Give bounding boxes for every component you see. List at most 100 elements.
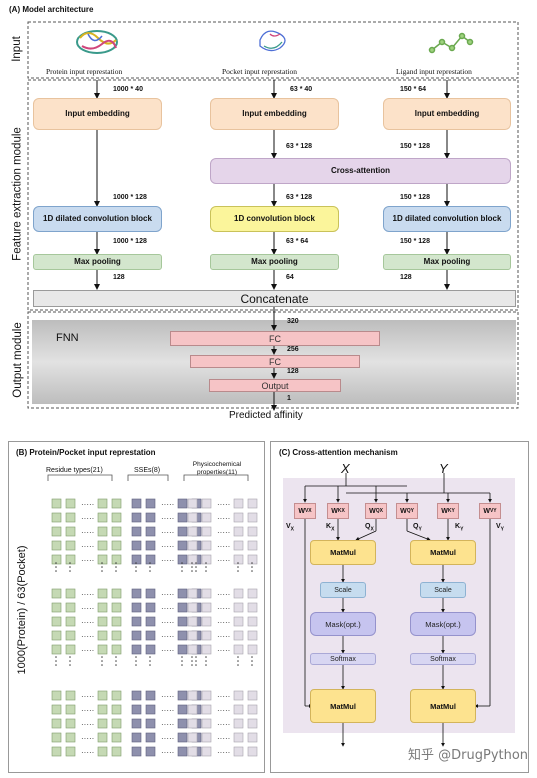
matrix-cell: [65, 704, 76, 715]
vertical-ellipsis-dot: [205, 570, 207, 572]
vertical-ellipsis-dot: [251, 566, 253, 568]
matrix-cell: [233, 718, 244, 729]
matrix-cell: [201, 616, 212, 627]
matrix-cell: [177, 498, 188, 509]
ky-label: KY: [455, 523, 464, 533]
matrix-cell: [111, 704, 122, 715]
fc-layer-1: FC: [170, 331, 380, 346]
ellipsis-dots: ·····: [161, 500, 174, 509]
pocket-embedding-box: Input embedding: [210, 98, 339, 130]
ellipsis-dots: ·····: [81, 618, 94, 627]
matrix-cell: [65, 644, 76, 655]
vertical-ellipsis-dot: [149, 566, 151, 568]
pocket-structure-icon: [259, 30, 286, 52]
matrix-cell: [233, 690, 244, 701]
vertical-ellipsis-dot: [191, 562, 193, 564]
matrix-cell: [111, 554, 122, 565]
matrix-cell: [247, 554, 258, 565]
matrix-cell: [51, 732, 62, 743]
matrix-cell: [145, 616, 156, 627]
matrix-cell: [51, 526, 62, 537]
vertical-ellipsis-dot: [135, 566, 137, 568]
matrix-cell: [201, 554, 212, 565]
matrix-cell: [201, 718, 212, 729]
vertical-ellipsis-dot: [69, 664, 71, 666]
dim-ligand-pool: 128: [400, 274, 412, 281]
matrix-cell: [233, 644, 244, 655]
matrix-cell: [51, 602, 62, 613]
ligand-input-label: Ligand input represtation: [396, 67, 472, 76]
vertical-ellipsis-dot: [101, 570, 103, 572]
ellipsis-dots: ·····: [81, 542, 94, 551]
matrix-cell: [233, 732, 244, 743]
matrix-cell: [51, 616, 62, 627]
vertical-ellipsis-dot: [69, 562, 71, 564]
matrix-cell: [51, 554, 62, 565]
qx-label: QX: [365, 523, 374, 533]
matrix-cell: [51, 644, 62, 655]
vertical-ellipsis-dot: [55, 664, 57, 666]
ellipsis-dots: ·····: [161, 618, 174, 627]
dim-ligand-pre-conv: 150 * 128: [400, 194, 430, 201]
dim-pocket-in: 63 * 40: [290, 86, 313, 93]
ellipsis-dots: ·····: [161, 590, 174, 599]
vertical-ellipsis-dot: [191, 664, 193, 666]
matmul-left-top: MatMul: [310, 540, 376, 565]
matrix-cell: [97, 718, 108, 729]
vertical-ellipsis-dot: [251, 656, 253, 658]
matrix-cell: [187, 690, 198, 701]
panel-c-title: (C) Cross-attention mechanism: [279, 448, 398, 457]
vertical-ellipsis-dot: [205, 566, 207, 568]
fc-layer-2: FC: [190, 355, 360, 368]
matrix-cell: [111, 526, 122, 537]
matrix-cell: [111, 732, 122, 743]
matrix-cell: [97, 732, 108, 743]
matrix-cell: [187, 616, 198, 627]
vertical-ellipsis-dot: [195, 570, 197, 572]
vertical-ellipsis-dot: [149, 660, 151, 662]
ellipsis-dots: ·····: [161, 692, 174, 701]
vertical-ellipsis-dot: [149, 562, 151, 564]
matrix-cell: [247, 602, 258, 613]
ellipsis-dots: ·····: [161, 646, 174, 655]
ellipsis-dots: ·····: [217, 514, 230, 523]
vy-label: VY: [496, 523, 505, 533]
matrix-cell: [233, 526, 244, 537]
ellipsis-dots: ·····: [217, 692, 230, 701]
x-input-label: X: [341, 461, 350, 476]
matrix-cell: [131, 644, 142, 655]
vertical-ellipsis-dot: [115, 664, 117, 666]
matrix-cell: [247, 732, 258, 743]
matrix-cell: [97, 630, 108, 641]
panel-b-frame: [8, 441, 265, 773]
dim-ligand-embed: 150 * 128: [400, 143, 430, 150]
vertical-ellipsis-dot: [135, 660, 137, 662]
dim-pocket-post-conv: 63 * 64: [286, 238, 309, 245]
vertical-ellipsis-dot: [55, 656, 57, 658]
matrix-cell: [177, 630, 188, 641]
matrix-cell: [111, 690, 122, 701]
matrix-cell: [201, 498, 212, 509]
vertical-ellipsis-dot: [237, 562, 239, 564]
vertical-ellipsis-dot: [115, 660, 117, 662]
matrix-cell: [247, 540, 258, 551]
matrix-cell: [177, 704, 188, 715]
vertical-ellipsis-dot: [135, 664, 137, 666]
matrix-cell: [201, 630, 212, 641]
dim-protein-post-conv: 1000 * 128: [113, 238, 147, 245]
physico-label: Physicochemical properties(11): [192, 461, 242, 476]
matrix-cell: [177, 512, 188, 523]
vertical-ellipsis-dot: [251, 660, 253, 662]
ellipsis-dots: ·····: [81, 646, 94, 655]
matrix-cell: [233, 602, 244, 613]
vertical-ellipsis-dot: [181, 562, 183, 564]
matrix-cell: [111, 616, 122, 627]
matrix-cell: [97, 602, 108, 613]
matrix-cell: [97, 616, 108, 627]
matrix-cell: [111, 718, 122, 729]
matrix-cell: [233, 512, 244, 523]
column-group-bracket: [127, 474, 169, 481]
matrix-cell: [51, 512, 62, 523]
matrix-cell: [201, 704, 212, 715]
